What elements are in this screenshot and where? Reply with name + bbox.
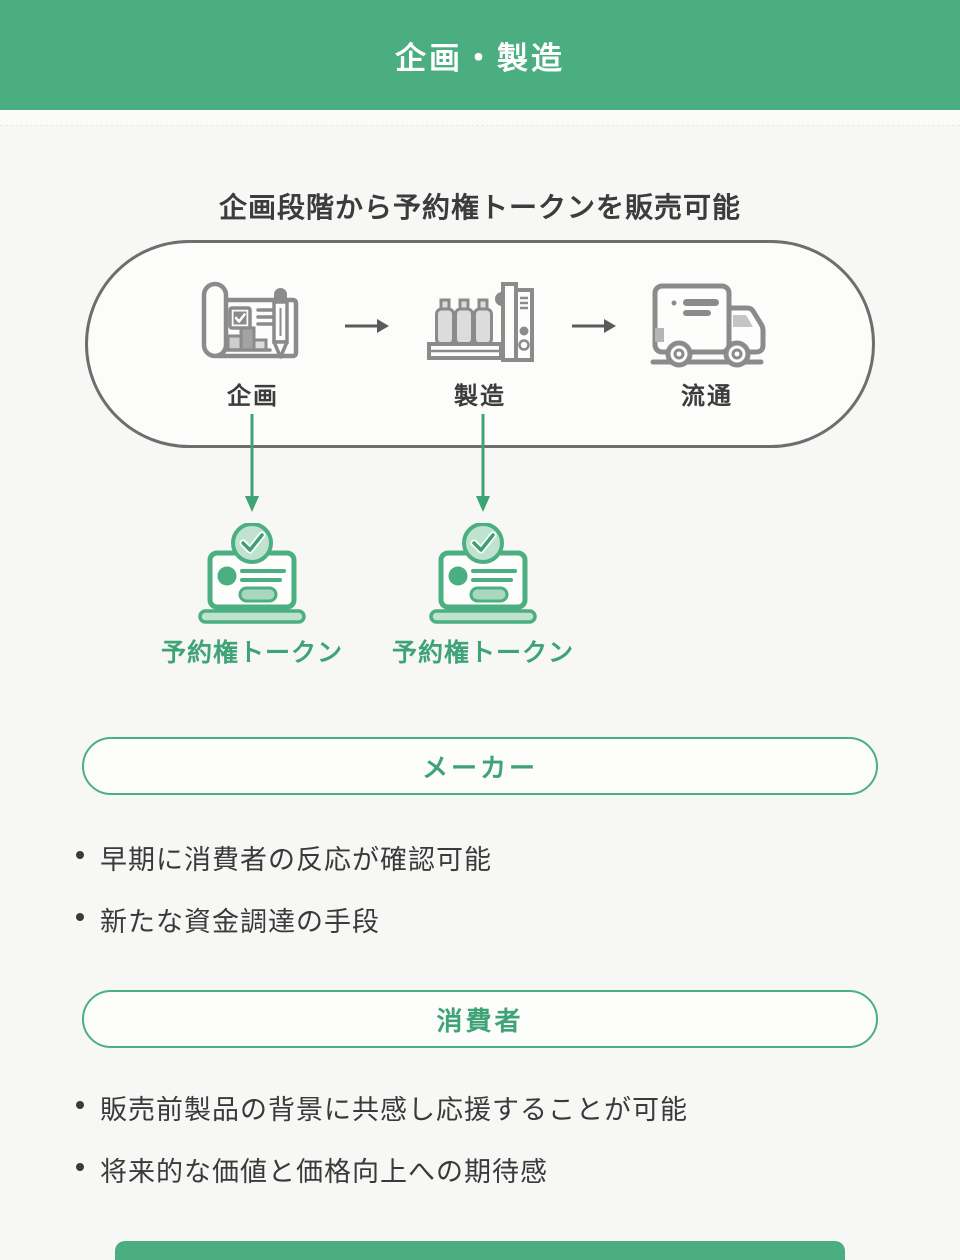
bullet-dot: [76, 1101, 84, 1109]
bullet-text: 早期に消費者の反応が確認可能: [100, 845, 492, 875]
step-distribution: 流通: [622, 278, 792, 411]
page-title: 企画・製造: [395, 40, 565, 76]
truck-icon: [650, 283, 766, 367]
laptop-check-icon: [429, 523, 537, 624]
token-label: 予約権トークン: [161, 639, 344, 667]
bullet-text: 新たな資金調達の手段: [100, 907, 380, 937]
right-arrow-icon: [344, 319, 389, 333]
bullet-dot: [76, 913, 84, 921]
list-item: 将来的な価値と価格向上への期待感: [76, 1150, 916, 1189]
section-title: 消費者: [436, 1005, 524, 1036]
bullet-text: 将来的な価値と価格向上への期待感: [100, 1157, 548, 1187]
bullet-dot: [76, 1163, 84, 1171]
section-header-maker: メーカー: [82, 737, 878, 795]
token-item: 予約権トークン: [161, 523, 342, 669]
list-item: 早期に消費者の反応が確認可能: [76, 838, 916, 877]
list-item: 新たな資金調達の手段: [76, 900, 916, 939]
laptop-check-icon: [198, 523, 306, 624]
list-item: 販売前製品の背景に共感し応援することが可能: [76, 1088, 916, 1127]
bottles-machine-icon: [427, 281, 534, 362]
step-label: 流通: [681, 382, 733, 410]
down-arrow-icon: [476, 414, 490, 512]
blueprint-icon: [201, 281, 299, 359]
step-label: 企画: [227, 382, 279, 410]
process-flow-container: 企画: [85, 240, 875, 448]
right-arrow-icon: [571, 319, 616, 333]
section-title: メーカー: [421, 752, 538, 783]
bullet-dot: [76, 851, 84, 859]
subtitle: 企画段階から予約権トークンを販売可能: [218, 192, 741, 223]
header-divider: [0, 110, 960, 126]
bullet-text: 販売前製品の背景に共感し応援することが可能: [100, 1095, 688, 1125]
token-item: 予約権トークン: [392, 523, 573, 669]
next-section-header-peek: [115, 1241, 845, 1260]
step-manufacturing: 製造: [395, 278, 565, 411]
header-bar: 企画・製造: [0, 0, 960, 110]
section-header-consumer: 消費者: [82, 990, 878, 1048]
step-planning: 企画: [168, 278, 338, 411]
down-arrow-icon: [245, 414, 259, 512]
step-label: 製造: [454, 382, 506, 410]
token-label: 予約権トークン: [392, 639, 575, 667]
